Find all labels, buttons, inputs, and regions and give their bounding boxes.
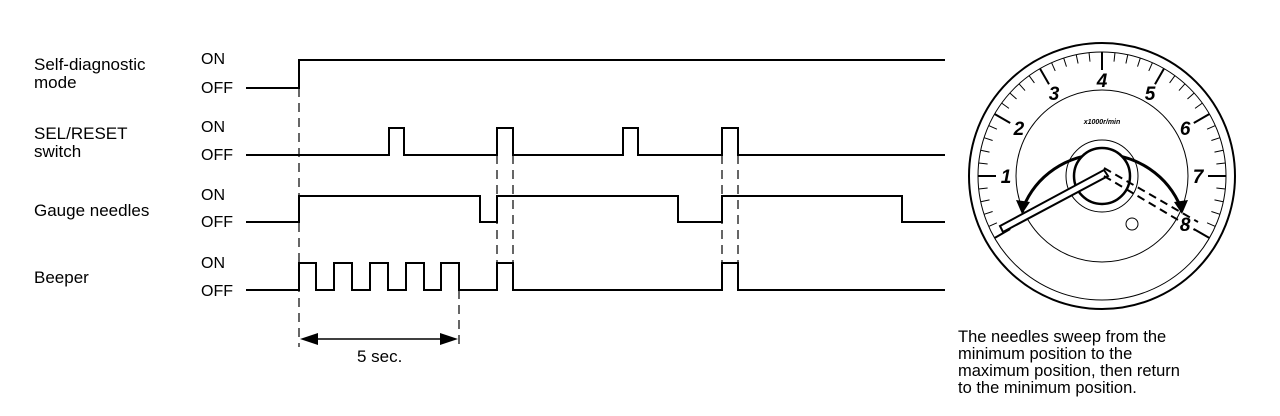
level-off-2: OFF — [201, 147, 233, 164]
gauge-tick — [978, 187, 988, 190]
gauge-tick — [983, 137, 993, 141]
level-off-4: OFF — [201, 283, 233, 300]
waveform-gauge-needles — [246, 195, 945, 223]
gauge-tick — [1039, 68, 1050, 85]
gauge-tick — [980, 149, 990, 153]
gauge-tick — [1125, 54, 1129, 64]
gauge-tick — [1193, 113, 1210, 124]
waveform-sel-reset — [246, 127, 945, 156]
signal-label-beeper: Beeper — [34, 268, 89, 287]
signal-label-self-diagnostic: Self-diagnostic mode — [34, 55, 146, 92]
level-off-3: OFF — [201, 214, 233, 231]
gauge-unit: x1000r/min — [1083, 119, 1121, 126]
gauge-tick — [1178, 83, 1186, 91]
gauge-tick — [1206, 125, 1216, 130]
gauge-tick — [1028, 75, 1035, 84]
gauge-tick — [1193, 228, 1210, 239]
gauge-tick — [1194, 102, 1203, 109]
gauge-tick — [1063, 57, 1067, 67]
tachometer-gauge: 1 2 3 4 5 6 7 8 x1000r/min — [968, 42, 1236, 310]
gauge-tick — [1148, 62, 1153, 72]
level-on-4: ON — [201, 255, 225, 272]
signal-label-sel-reset: SEL/RESET switch — [34, 124, 128, 161]
gauge-tick — [978, 162, 988, 165]
gauge-tick — [1211, 211, 1221, 215]
waveform-beeper — [246, 262, 945, 291]
gauge-number-6: 6 — [1180, 119, 1191, 140]
gauge-number-1: 1 — [1001, 167, 1012, 188]
level-on-3: ON — [201, 187, 225, 204]
gauge-number-2: 2 — [1013, 119, 1025, 140]
gauge-tick — [1009, 92, 1017, 100]
gauge-number-5: 5 — [1145, 84, 1156, 105]
duration-label: 5 sec. — [357, 347, 403, 366]
gauge-tick — [1216, 162, 1226, 165]
gauge-number-7: 7 — [1193, 167, 1205, 188]
gauge-number-8: 8 — [1180, 215, 1191, 236]
gauge-tick — [1214, 149, 1224, 153]
gauge-tick — [1154, 68, 1165, 85]
gauge-tick — [1137, 57, 1141, 67]
gauge-tick — [994, 113, 1011, 124]
gauge-tick — [1018, 83, 1026, 91]
gauge-tick — [1051, 62, 1056, 72]
gauge-tick — [1169, 75, 1176, 84]
gauge-tick — [980, 199, 990, 203]
gauge-tick — [1211, 137, 1221, 141]
gauge-tick — [988, 222, 998, 227]
gauge-tick — [1113, 52, 1116, 62]
gauge-tick — [988, 125, 998, 130]
timing-reference-lines — [298, 88, 739, 347]
gauge-tick — [1075, 54, 1079, 64]
level-off-1: OFF — [201, 80, 233, 97]
signal-label-gauge-needles: Gauge needles — [34, 201, 150, 220]
gauge-tick — [1216, 187, 1226, 190]
gauge-tick — [1001, 102, 1010, 109]
gauge-tick — [1187, 92, 1195, 100]
gauge-tick — [1214, 199, 1224, 203]
gauge-number-3: 3 — [1049, 84, 1060, 105]
gauge-number-4: 4 — [1096, 71, 1108, 92]
gauge-tick — [1206, 222, 1216, 227]
duration-arrow — [300, 333, 458, 345]
level-on-2: ON — [201, 119, 225, 136]
gauge-tick — [983, 211, 993, 215]
gauge-caption: The needles sweep from the minimum posit… — [958, 328, 1180, 397]
level-on-1: ON — [201, 51, 225, 68]
waveform-self-diagnostic — [246, 59, 945, 89]
gauge-tick — [1088, 52, 1091, 62]
